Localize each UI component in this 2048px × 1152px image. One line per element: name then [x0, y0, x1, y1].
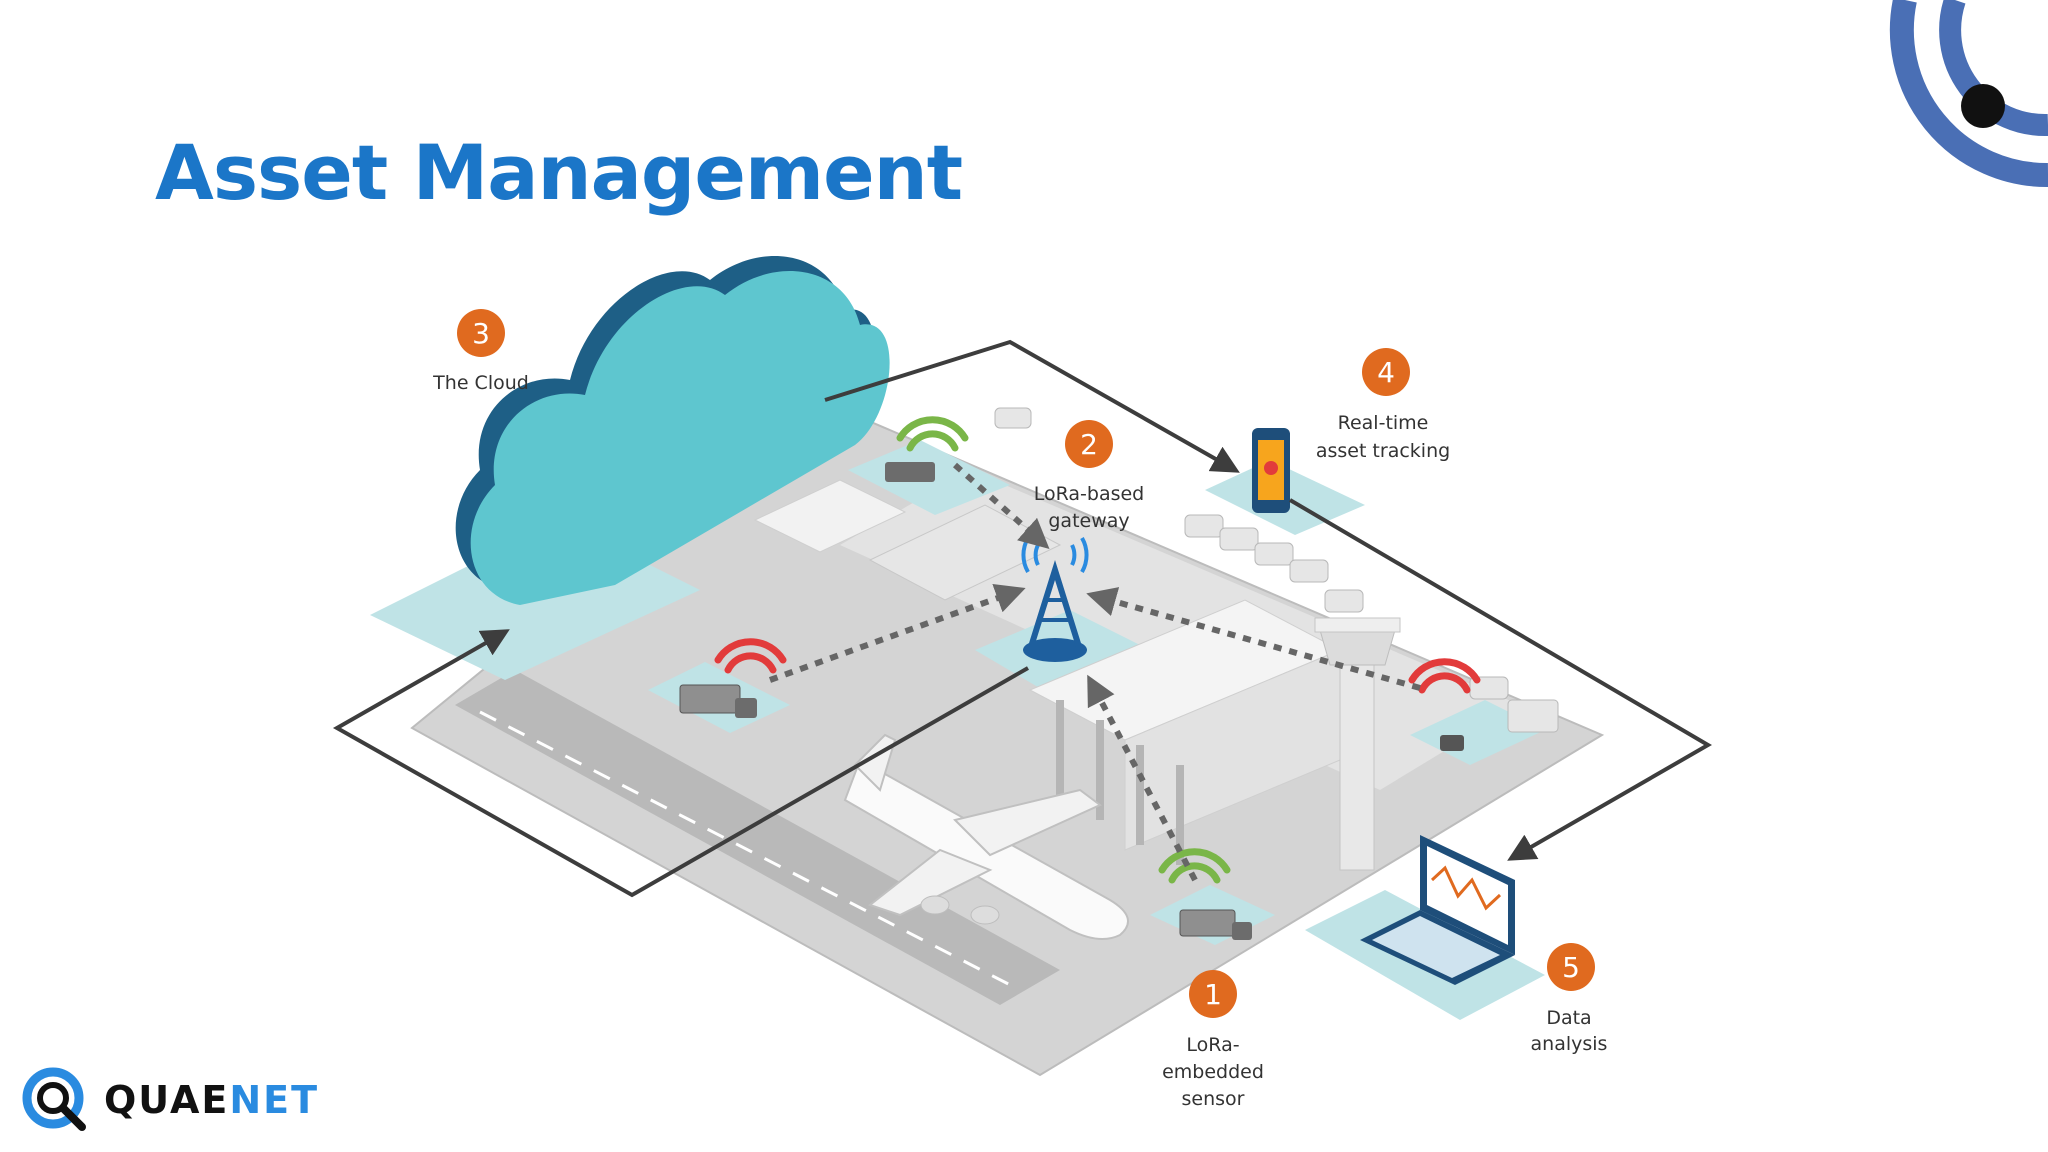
gateway-tower-icon	[1021, 537, 1089, 662]
control-tower-icon	[1314, 617, 1401, 871]
step-5-badge: 5 Data analysis	[1531, 943, 1608, 1055]
slide-title: Asset Management	[155, 128, 963, 217]
signal-red-icon	[714, 638, 1481, 694]
data-flow-arrows	[332, 339, 1712, 898]
brand-name-part2: NET	[229, 1078, 320, 1122]
step-label: analysis	[1531, 1033, 1608, 1055]
step-number: 2	[1080, 428, 1098, 461]
parked-vehicles	[994, 407, 1559, 733]
step-2-badge: 2 LoRa-based gateway	[1034, 420, 1145, 532]
brand-name: QUAENET	[104, 1078, 319, 1122]
smartphone-icon	[1252, 428, 1290, 513]
step-number: 3	[472, 317, 490, 350]
corner-logo-icon	[1889, 0, 2048, 188]
brand-logo: QUAENET	[20, 1065, 319, 1135]
signal-green-icon	[896, 416, 1231, 884]
step-number: 5	[1562, 951, 1580, 984]
step-label: Real-time	[1338, 412, 1429, 434]
ground-vehicle-icon	[679, 462, 1464, 940]
step-label: LoRa-	[1186, 1034, 1239, 1056]
step-label: Data	[1546, 1007, 1591, 1029]
step-label: asset tracking	[1316, 440, 1450, 462]
step-label: embedded	[1162, 1061, 1264, 1083]
laptop-icon	[1360, 835, 1515, 985]
step-number: 1	[1204, 978, 1222, 1011]
step-label: The Cloud	[432, 372, 529, 394]
brand-name-part1: QUAE	[104, 1078, 230, 1122]
step-number: 4	[1377, 356, 1395, 389]
step-label: sensor	[1182, 1088, 1245, 1110]
cloud-icon	[455, 256, 890, 605]
step-label: gateway	[1048, 510, 1129, 532]
step-label: LoRa-based	[1034, 483, 1145, 505]
signal-dotted-arrows	[768, 462, 1421, 882]
step-1-badge: 1 LoRa- embedded sensor	[1162, 970, 1264, 1110]
quaenet-logo-icon	[22, 1067, 86, 1131]
step-3-badge: 3 The Cloud	[432, 309, 529, 394]
step-4-badge: 4 Real-time asset tracking	[1316, 348, 1450, 462]
